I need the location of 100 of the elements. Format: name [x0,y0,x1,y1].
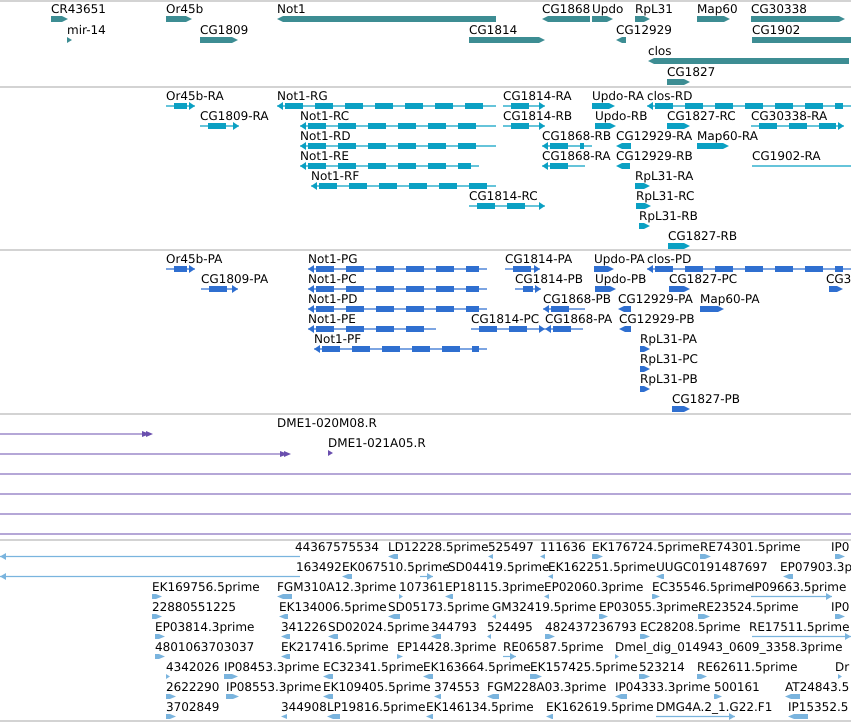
feature-label: 4342026 [166,660,220,674]
feature-label: CG1814 [469,23,518,37]
feature-label: Updo-RA [592,89,644,103]
feature-label: 374553 [434,680,480,694]
feature-label: RE62611.5prime [697,660,798,674]
feature-label: CG1868-RA [542,149,611,163]
feature-label: LP19816.5prime [327,700,426,714]
feature-label: GM32419.5prime [492,600,596,614]
feature-label: EK169756.5prime [152,580,260,594]
feature-label: EK176724.5prime [592,540,700,554]
feature-label: Or45b-RA [166,89,224,103]
feature-label: Map60-RA [697,129,758,143]
feature-label: EK134006.5prime [279,600,387,614]
feature-label: FGM310A12.3prime [277,580,396,594]
feature-label: IP08453.3prime [224,660,320,674]
feature-label: clos-RD [647,89,692,103]
feature-label: EK162251.5prime [548,560,656,574]
feature-label: 107361 [399,580,445,594]
feature-label: 2622290 [166,680,220,694]
feature-label: clos-PD [647,252,692,266]
feature-label: CG1814-RC [469,189,538,203]
feature-label: 44367575534 [295,540,379,554]
feature-label: SD02024.5prime [328,620,430,634]
feature-label: Updo-PB [595,272,646,286]
feature-label: CG1902 [752,23,800,37]
feature-label: Updo [592,2,624,16]
feature-label: 4801063703037 [155,640,254,654]
feature-label: Updo-RB [595,109,648,123]
feature-label: RE74301.5prime [700,540,800,554]
feature-label: Or45b-PA [166,252,222,266]
feature-label: CG1814-PB [515,272,584,286]
feature-label: Not1 [277,2,306,16]
feature-label: FGM228A03.3prime [487,680,606,694]
feature-label: 525497 [488,540,534,554]
feature-label: CG1868 [542,2,590,16]
feature-label: CG1814-PA [505,252,572,266]
feature-label: IP0 [831,540,850,554]
feature-label: CG1827-RB [668,229,738,243]
feature-label: Not1-PC [308,272,357,286]
feature-label: Map60 [697,2,738,16]
feature-label: CG12929-RA [616,129,692,143]
feature-label: Dr [835,660,850,674]
feature-label: CG1814-RB [503,109,572,123]
feature-label: CG1902-RA [752,149,821,163]
feature-label: EP03814.3prime [155,620,254,634]
feature-label: EK157425.5prime [530,660,638,674]
feature-label: IP08553.3prime [226,680,322,694]
feature-label: Not1-RE [300,149,349,163]
feature-label: 22880551225 [152,600,236,614]
feature-label: Not1-PE [308,312,356,326]
feature-label: RpL31-RB [639,209,698,223]
feature-label: Not1-RG [277,89,328,103]
feature-label: 523214 [639,660,685,674]
feature-label: RpL31-RA [635,169,694,183]
feature-label: DMG4A.2_1.G22.F1 [656,700,772,714]
feature-label: RpL31-RC [636,189,694,203]
feature-label: EK163664.5prime [423,660,531,674]
feature-label: RpL31 [635,2,673,16]
feature-label: 3702849 [166,700,220,714]
feature-label: Not1-RF [311,169,360,183]
feature-label: CG12929-PB [619,312,695,326]
feature-label: 482437236793 [545,620,637,634]
feature-label: IP04333.3prime [615,680,710,694]
feature-label: LD12228.5prime [388,540,489,554]
feature-label: EC35546.5prime [652,580,753,594]
feature-label: CG12929-PA [618,292,693,306]
feature-label: Not1-RD [300,129,351,143]
feature-label: EP14428.3prime [397,640,496,654]
feature-label: CG1868-PA [545,312,612,326]
feature-label: IP0 [831,600,850,614]
feature-label: AT24843.5 [785,680,850,694]
feature-label: Not1-PF [314,332,362,346]
feature-label: 344793 [431,620,477,634]
feature-label: CG12929-RB [616,149,693,163]
feature-label: Not1-PD [308,292,358,306]
feature-label: RE06587.5prime [503,640,604,654]
feature-label: EP07903.3p [780,560,851,574]
feature-label: CG1868-RB [542,129,612,143]
feature-label: EP02060.3prime [544,580,644,594]
feature-label: CG1809 [200,23,248,37]
feature-label: RE23524.5prime [698,600,798,614]
feature-label: Updo-PA [594,252,645,266]
feature-label: EC32341.5prime [323,660,424,674]
feature-label: EK217416.5prime [281,640,389,654]
feature-label: RpL31-PB [640,372,698,386]
feature-label: CG30338 [751,2,807,16]
feature-label: 500161 [714,680,760,694]
feature-label: 344908 [281,700,327,714]
feature-label: EK162619.5prime [546,700,654,714]
feature-label: EK146134.5prime [426,700,534,714]
feature-label: CG1827-PC [669,272,738,286]
feature-label: CG1827-RC [667,109,736,123]
feature-label: CG1814-RA [503,89,572,103]
feature-label: CG3 [826,272,851,286]
feature-label: CG1827 [667,65,716,79]
feature-label: Or45b [166,2,204,16]
feature-label: EK109405.5prime [323,680,431,694]
feature-label: mir-14 [67,23,106,37]
feature-label: CG1827-PB [672,392,740,406]
feature-label: EP03055.3prime [599,600,698,614]
